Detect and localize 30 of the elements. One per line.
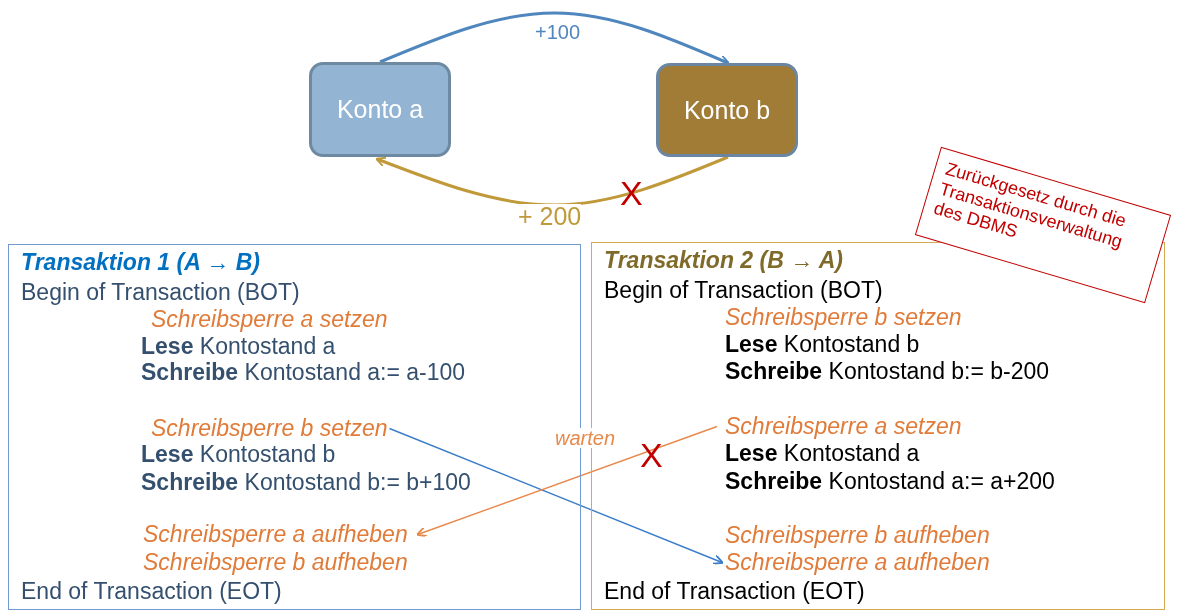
lock-step-text: Schreibsperre b aufheben	[143, 551, 408, 574]
lock-step-text: Schreibsperre b aufheben	[725, 524, 990, 547]
lock-step-text: Schreibsperre b setzen	[151, 417, 388, 440]
step-text: Schreibe Kontostand b:= b-200	[725, 360, 1050, 383]
step-text: Lese Kontostand a	[141, 335, 336, 358]
arrow	[415, 425, 718, 537]
step-text: Begin of Transaction (BOT)	[21, 281, 300, 304]
edge-label: +100	[535, 22, 581, 42]
step-text: Lese Kontostand a	[725, 442, 920, 465]
panel-title: Transaktion 1 (A → B)	[21, 251, 260, 274]
arrow	[379, 11, 730, 65]
step-text: Schreibe Kontostand a:= a-100	[141, 361, 466, 384]
lock-step-text: Schreibsperre a setzen	[725, 415, 962, 438]
lock-step-text: Schreibsperre a aufheben	[725, 551, 990, 574]
step-text: Schreibe Kontostand a:= a+200	[725, 470, 1055, 493]
arrow	[375, 155, 729, 207]
lock-step-text: Schreibsperre a aufheben	[143, 523, 408, 546]
step-text: Schreibe Kontostand b:= b+100	[141, 471, 471, 494]
account-box: Konto b	[656, 63, 798, 157]
step-text: End of Transaction (EOT)	[604, 580, 865, 603]
step-text: Lese Kontostand b	[725, 333, 920, 356]
lock-step-text: Schreibsperre a setzen	[151, 308, 388, 331]
panel-title: Transaktion 2 (B → A)	[604, 249, 843, 272]
step-text: Lese Kontostand b	[141, 443, 336, 466]
account-box: Konto a	[309, 62, 451, 157]
step-text: Begin of Transaction (BOT)	[604, 279, 883, 302]
step-text: End of Transaction (EOT)	[21, 580, 282, 603]
lock-step-text: Schreibsperre b setzen	[725, 306, 962, 329]
arrow	[388, 427, 724, 565]
edge-label: warten	[555, 428, 616, 448]
